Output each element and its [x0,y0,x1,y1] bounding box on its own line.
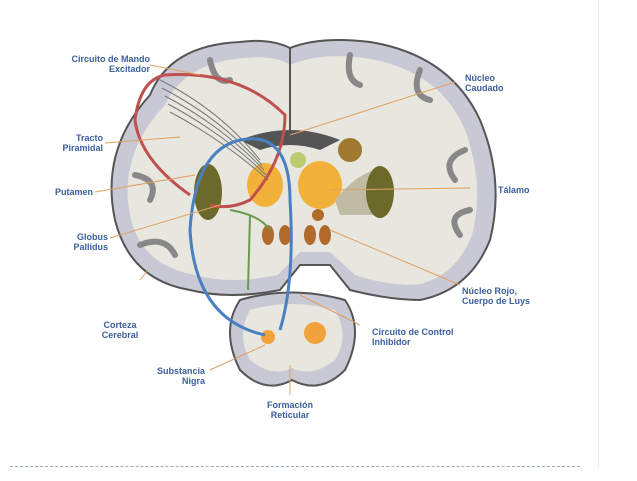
thalamus-shape [298,161,342,209]
label-putamen: Putamen [54,187,93,197]
right-border [598,0,599,470]
label-talamo: Tálamo [498,185,530,195]
label-nucleo-rojo: Núcleo Rojo,Cuerpo de Luys [462,286,531,306]
caudate-shape [338,138,362,162]
inhibitory-circuit [188,137,293,337]
excitatory-circuit [133,73,287,209]
dashed-divider [10,466,580,467]
white-matter [127,56,478,286]
leader-lines [94,64,471,395]
